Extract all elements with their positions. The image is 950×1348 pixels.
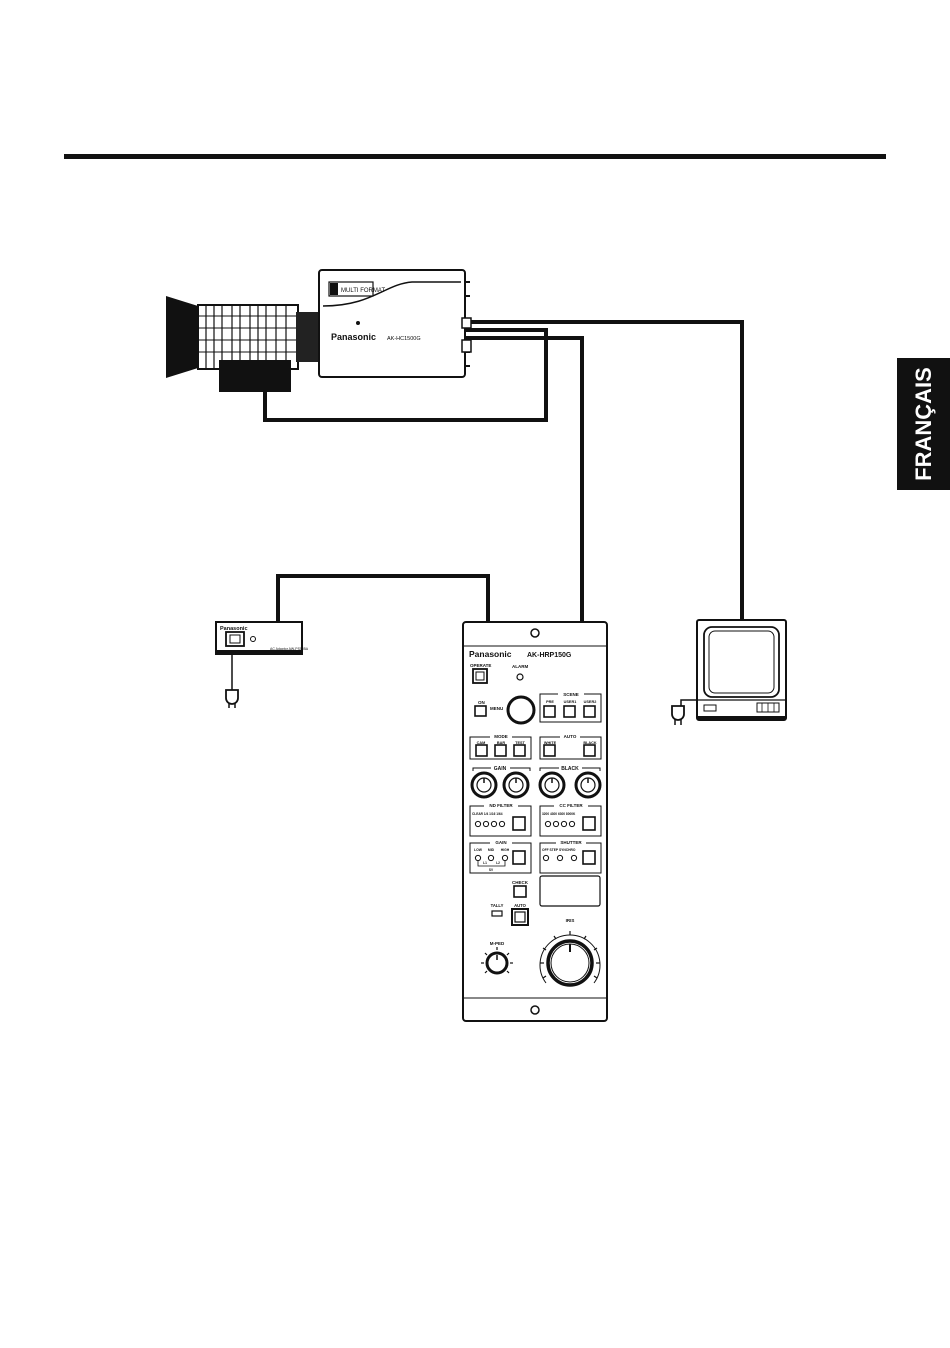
nd-filter-button[interactable] <box>512 816 526 831</box>
auto-label-black: BLACK <box>583 741 597 745</box>
cable-camera-monitor <box>466 320 744 622</box>
shutter-button[interactable] <box>582 850 596 865</box>
panel-display <box>539 875 601 907</box>
shutter-title: SHUTTER <box>560 840 582 845</box>
header-rule <box>64 154 886 159</box>
gain-label-high: HIGH <box>501 848 510 852</box>
iris-label: IRIS <box>566 918 575 923</box>
power-unit: Panasonic AC Adaptor AW-PS505A <box>215 621 309 708</box>
gain-label-mid: MID <box>488 848 495 852</box>
mped-knob[interactable] <box>481 947 513 975</box>
scene-label-pre: PRE <box>546 700 554 704</box>
scene-label-user1: USER1 <box>564 700 577 704</box>
auto-black-button[interactable] <box>583 744 596 757</box>
control-panel: Panasonic AK-HRP150G OPERATE ALARM ON ME… <box>462 621 608 1022</box>
auto-label: AUTO <box>514 903 527 908</box>
shutter-group: SHUTTER OFF STEP SYNCHRO <box>539 838 602 874</box>
mode-title: MODE <box>494 734 508 739</box>
lens-hood <box>166 296 198 378</box>
monitor-plug-icon <box>671 705 685 725</box>
camera-model: AK-HC1500G <box>387 336 421 342</box>
cc-filter-labels: 3200 4300 6300 8000K <box>542 812 576 816</box>
black-knob-left[interactable] <box>538 771 566 799</box>
camera-connector-top <box>461 317 472 329</box>
scene-group: SCENE PRE USER1 USER2 <box>539 690 602 723</box>
camera-brand: Panasonic <box>331 332 376 342</box>
auto-label-white: WHITE <box>544 741 557 745</box>
mode-button-cam[interactable] <box>475 744 488 757</box>
auto-group: AUTO WHITE BLACK <box>539 732 602 760</box>
gain-value-l2: L2 <box>496 861 500 865</box>
alarm-label: ALARM <box>512 664 528 669</box>
gain-value-l1: L1 <box>483 861 487 865</box>
scene-button-user1[interactable] <box>563 705 576 718</box>
operate-label: OPERATE <box>470 663 491 668</box>
black-knob-title: BLACK <box>561 766 579 772</box>
on-label: ON <box>478 700 485 705</box>
cable-camera-panel <box>466 336 584 622</box>
mode-label-bar: BAR <box>497 741 505 745</box>
nd-filter-group: ND FILTER CLEAR 1/4 1/16 1/64 <box>469 801 532 837</box>
mode-button-test[interactable] <box>513 744 526 757</box>
black-knob-right[interactable] <box>574 771 602 799</box>
panel-model: AK-HRP150G <box>527 652 572 659</box>
check-label: CHECK <box>512 880 529 885</box>
scene-button-user2[interactable] <box>583 705 596 718</box>
language-tab-label: FRANÇAIS <box>911 367 936 481</box>
camera-connector-bottom <box>461 339 472 353</box>
gain-knob-right[interactable] <box>502 771 530 799</box>
cc-filter-button[interactable] <box>582 816 596 831</box>
alarm-led <box>516 673 524 681</box>
on-button[interactable] <box>474 705 487 717</box>
auto-white-button[interactable] <box>543 744 556 757</box>
mped-label: M-PED <box>490 941 505 946</box>
scene-button-pre[interactable] <box>543 705 556 718</box>
gain-button[interactable] <box>512 850 526 865</box>
cable-power-panel <box>276 574 490 622</box>
shutter-labels: OFF STEP SYNCHRO <box>542 848 576 852</box>
auto-title: AUTO <box>564 734 577 739</box>
camera-badge: MULTI FORMAT <box>341 288 385 294</box>
power-plug-icon <box>225 689 239 708</box>
gain-bottom-label: SV <box>489 868 494 872</box>
gain-switch-group: GAIN LOW MID HIGH L1 L2 SV <box>469 838 532 874</box>
scene-title: SCENE <box>563 692 579 697</box>
tally-label: TALLY <box>491 903 504 908</box>
gain-title: GAIN <box>495 840 506 845</box>
lens-body <box>197 304 318 392</box>
panel-brand: Panasonic <box>469 649 512 659</box>
iris-knob[interactable] <box>539 931 601 987</box>
cc-filter-title: CC FILTER <box>559 803 583 808</box>
power-led <box>250 636 256 642</box>
camera-body: MULTI FORMAT Panasonic AK-HC1500G <box>318 269 472 378</box>
scene-label-user2: USER2 <box>584 700 597 704</box>
power-unit-model: AC Adaptor AW-PS505A <box>270 647 309 651</box>
monitor <box>671 619 787 725</box>
camera-assembly: MULTI FORMAT Panasonic AK-HC1500G <box>166 269 472 392</box>
cc-filter-group: CC FILTER 3200 4300 6300 8000K <box>539 801 602 837</box>
check-button[interactable] <box>513 885 527 898</box>
gain-knob-left[interactable] <box>470 771 498 799</box>
mode-label-cam: CAM <box>477 741 486 745</box>
language-tab: FRANÇAIS <box>897 358 950 490</box>
menu-label: MENU <box>490 706 503 711</box>
tally-lamp <box>491 910 503 917</box>
power-unit-brand: Panasonic <box>220 626 248 632</box>
mode-group: MODE CAM BAR TEST <box>469 732 532 760</box>
menu-dial[interactable] <box>506 695 536 725</box>
gain-knob-title: GAIN <box>494 766 507 772</box>
nd-filter-labels: CLEAR 1/4 1/16 1/64 <box>472 812 503 816</box>
nd-filter-title: ND FILTER <box>489 803 513 808</box>
cables <box>263 320 744 622</box>
gain-label-low: LOW <box>474 848 483 852</box>
mode-button-bar[interactable] <box>494 744 507 757</box>
cable-lens-loop <box>263 328 548 422</box>
knob-row: GAIN BLACK <box>470 766 602 799</box>
mode-label-test: TEST <box>515 741 525 745</box>
